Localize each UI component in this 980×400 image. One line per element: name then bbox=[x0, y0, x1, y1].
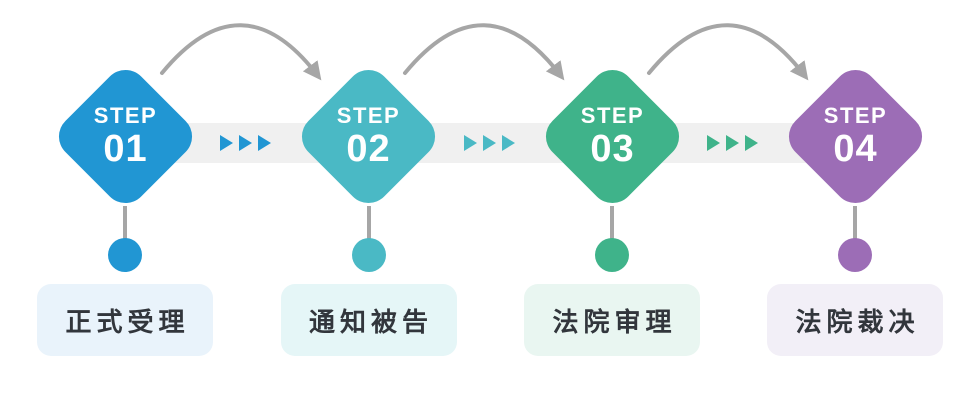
step-label: 通知被告 bbox=[308, 306, 433, 337]
step-dot bbox=[595, 238, 629, 272]
step-label-card: 法院裁决 bbox=[767, 284, 943, 356]
step-diamond-content: STEP 04 bbox=[802, 83, 909, 190]
step-dot bbox=[108, 238, 142, 272]
stem-line bbox=[610, 206, 614, 242]
step-diamond-content: STEP 02 bbox=[315, 83, 422, 190]
step-label-card: 通知被告 bbox=[280, 284, 457, 356]
step-diamond-content: STEP 03 bbox=[559, 83, 666, 190]
step-diamond: STEP 02 bbox=[292, 60, 445, 212]
arrow-triangles bbox=[463, 135, 515, 151]
step-word: STEP bbox=[580, 102, 644, 128]
triangle-arrow-icon bbox=[258, 135, 271, 151]
step-item-1: STEP 01 正式受理 bbox=[35, 0, 215, 400]
stem-line bbox=[366, 206, 371, 242]
triangle-arrow-icon bbox=[482, 135, 496, 151]
step-dot bbox=[351, 238, 386, 272]
step-label-card: 法院审理 bbox=[524, 284, 700, 356]
stem-line bbox=[853, 206, 857, 242]
triangle-arrow-icon bbox=[745, 135, 758, 151]
stem-line bbox=[123, 206, 127, 242]
arrow-triangles bbox=[707, 135, 758, 151]
triangle-arrow-icon bbox=[463, 135, 477, 151]
step-dot bbox=[838, 238, 872, 272]
triangle-arrow-icon bbox=[707, 135, 720, 151]
step-label-card: 正式受理 bbox=[37, 284, 213, 356]
step-label: 正式受理 bbox=[65, 306, 190, 337]
step-number: 03 bbox=[589, 127, 635, 170]
step-item-2: STEP 02 通知被告 bbox=[279, 0, 459, 400]
step-word: STEP bbox=[336, 102, 401, 128]
arrow-triangles bbox=[220, 135, 271, 151]
step-label: 法院裁决 bbox=[795, 306, 920, 337]
triangle-arrow-icon bbox=[501, 135, 515, 151]
step-word: STEP bbox=[93, 102, 157, 128]
step-diamond: STEP 04 bbox=[779, 60, 931, 212]
triangle-arrow-icon bbox=[726, 135, 739, 151]
step-label: 法院审理 bbox=[552, 306, 677, 337]
triangle-arrow-icon bbox=[239, 135, 252, 151]
step-diamond: STEP 03 bbox=[536, 60, 688, 212]
step-word: STEP bbox=[823, 102, 887, 128]
step-item-4: STEP 04 法院裁决 bbox=[765, 0, 945, 400]
step-diamond: STEP 01 bbox=[49, 60, 201, 212]
step-number: 04 bbox=[832, 127, 878, 170]
triangle-arrow-icon bbox=[220, 135, 233, 151]
step-number: 02 bbox=[346, 127, 391, 170]
step-diamond-content: STEP 01 bbox=[72, 83, 179, 190]
step-item-3: STEP 03 法院审理 bbox=[522, 0, 702, 400]
step-number: 01 bbox=[102, 127, 148, 170]
